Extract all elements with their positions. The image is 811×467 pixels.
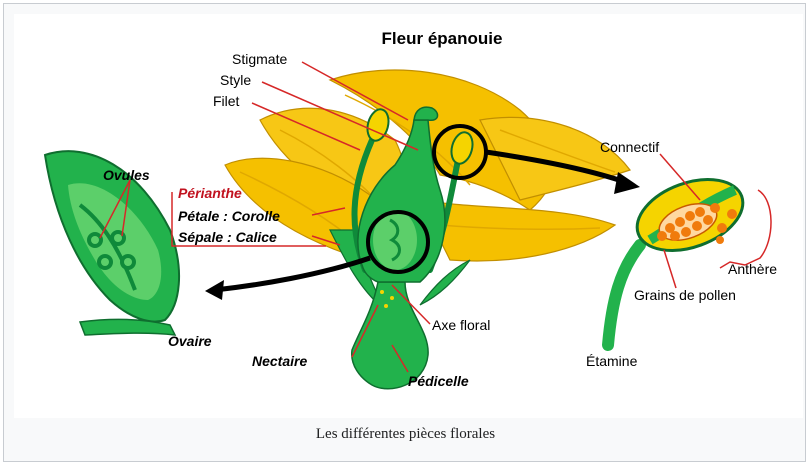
label-style: Style <box>220 72 251 88</box>
label-ovules: Ovules <box>103 167 150 183</box>
label-nectaire: Nectaire <box>252 353 307 369</box>
arrow-to-ovary <box>215 258 370 290</box>
label-pedicelle: Pédicelle <box>408 373 469 389</box>
label-sepale: Sépale : Calice <box>178 229 277 245</box>
label-ovaire: Ovaire <box>168 333 212 349</box>
arrow-head-right <box>614 172 640 194</box>
label-filet: Filet <box>213 93 240 109</box>
arrow-head-left <box>205 280 224 300</box>
label-etamine: Étamine <box>586 353 638 369</box>
label-axe-floral: Axe floral <box>432 317 490 333</box>
label-petale: Pétale : Corolle <box>178 208 280 224</box>
label-grains-pollen: Grains de pollen <box>634 287 736 303</box>
label-perianthe: Périanthe <box>178 185 242 201</box>
stamen-detail <box>608 166 771 345</box>
label-stigmate: Stigmate <box>232 51 287 67</box>
label-connectif: Connectif <box>600 139 659 155</box>
label-anthere: Anthère <box>728 261 777 277</box>
diagram-title: Fleur épanouie <box>382 29 503 48</box>
figure-caption: Les différentes pièces florales <box>0 426 811 443</box>
